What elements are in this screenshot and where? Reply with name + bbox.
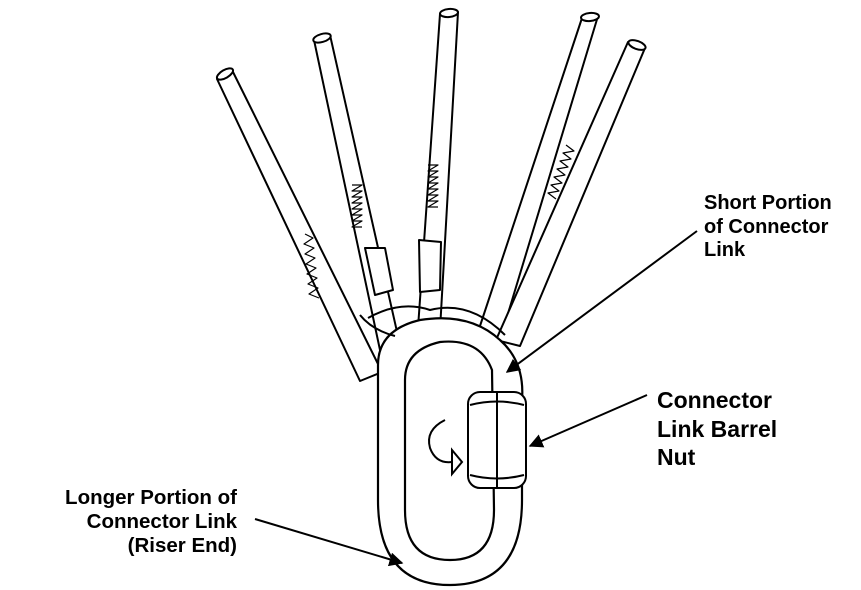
callout-barrel-nut: Connector Link Barrel Nut [657,386,777,472]
callout-barrel-line-1: Connector [657,386,777,415]
callout-short-line-3: Link [704,239,832,263]
callout-longer-portion: Longer Portion of Connector Link (Riser … [65,486,237,559]
leader-barrel-nut [530,395,647,446]
callout-short-portion: Short Portion of Connector Link [704,192,832,263]
callout-short-line-1: Short Portion [704,192,832,216]
callout-barrel-line-3: Nut [657,443,777,472]
callout-long-line-2: Connector Link [65,510,237,534]
barrel-nut [468,392,526,488]
callout-barrel-line-2: Link Barrel [657,415,777,444]
callout-long-line-1: Longer Portion of [65,486,237,510]
callout-long-line-3: (Riser End) [65,534,237,558]
callout-short-line-2: of Connector [704,216,832,240]
suspension-line-3 [418,8,458,330]
